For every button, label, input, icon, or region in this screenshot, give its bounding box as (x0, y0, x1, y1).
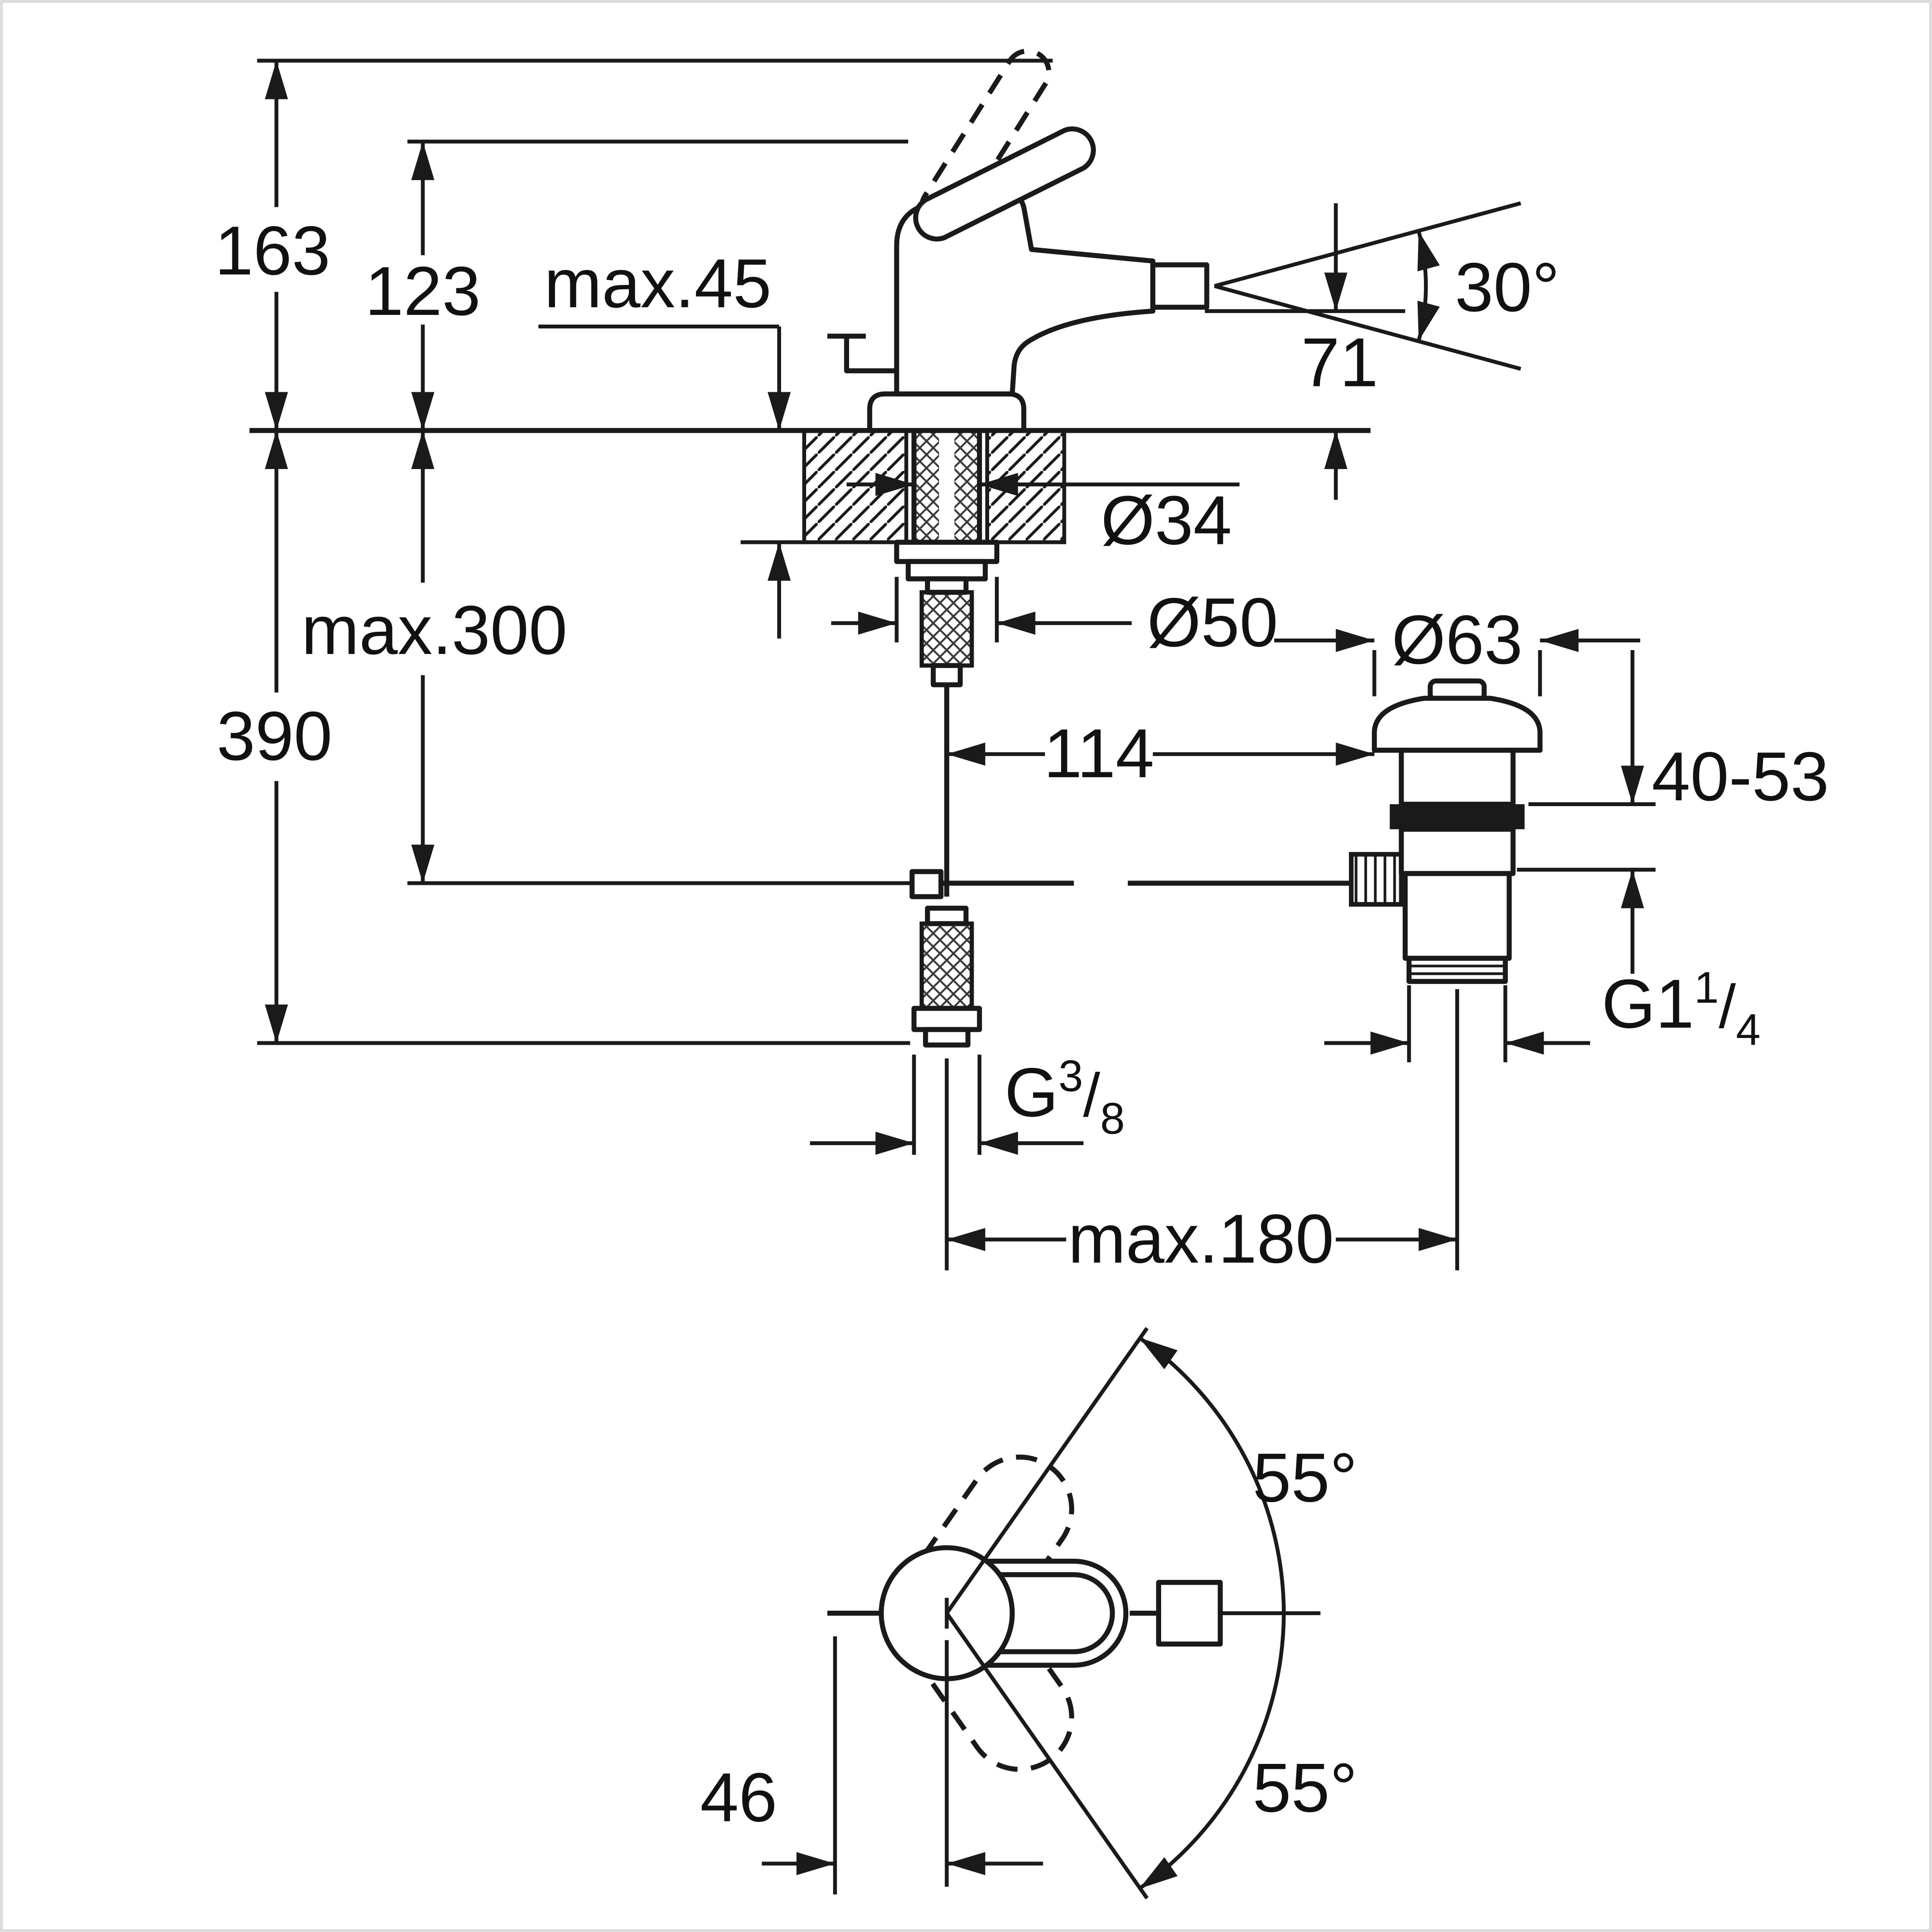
supply-connector-nut (911, 1006, 982, 1032)
dimension-d50: Ø50 (831, 584, 1278, 661)
dimension-label-40-53: 40-53 (1652, 738, 1829, 815)
plan-view: 55° 55° 46 (700, 1327, 1357, 1900)
dimension-label-55-upper: 55° (1252, 1439, 1357, 1517)
mounting-nut (906, 559, 988, 582)
dimension-g-3-8: G3/8 (810, 1051, 1125, 1155)
dimension-label-g-3-8: G3/8 (1005, 1051, 1125, 1143)
dimension-46: 46 (700, 1759, 1043, 1875)
faucet-base (867, 391, 1026, 431)
dimension-label-d34: Ø34 (1101, 482, 1232, 559)
supply-hose-upper (919, 590, 974, 668)
plan-aerator-square (1156, 1579, 1223, 1647)
dimension-390: 390 (217, 430, 333, 1043)
dimension-40-53: 40-53 (1620, 650, 1829, 974)
dimension-label-max45: max.45 (544, 245, 772, 322)
dimension-163: 163 (215, 60, 331, 431)
below-deck-parts (894, 428, 1351, 1048)
front-elevation-view: 163 123 max.45 30° 71 Ø34 (215, 48, 1829, 1278)
aerator (1150, 262, 1209, 310)
dimension-label-55-lower: 55° (1252, 1749, 1357, 1827)
pop-up-knob (827, 333, 897, 373)
rod-clamp (909, 869, 944, 899)
dimension-label-71: 71 (1301, 324, 1378, 401)
dimension-label-163: 163 (215, 212, 331, 289)
dimension-g1-1-4: G11/4 (1324, 963, 1761, 1055)
lever-handle (913, 126, 1096, 242)
dimension-label-g1-1-4: G11/4 (1602, 963, 1761, 1055)
dimension-label-d63: Ø63 (1392, 601, 1522, 679)
dimension-label-114: 114 (1044, 715, 1154, 792)
dimension-label-d50: Ø50 (1147, 584, 1278, 661)
body-and-spout (894, 188, 1156, 397)
supply-hose-lower (919, 921, 974, 1011)
dimension-30deg: 30° (1214, 201, 1560, 371)
dimension-d63: Ø63 (1274, 601, 1640, 679)
plan-references (833, 1327, 1321, 1900)
faucet-body (827, 48, 1209, 431)
dimension-max300: max.300 (301, 430, 568, 883)
dimension-d34: Ø34 (846, 473, 1240, 559)
waste-thread-section (1406, 955, 1508, 984)
dimension-max180: max.180 (947, 1200, 1457, 1278)
dimension-71: 71 (1301, 203, 1378, 500)
horseshoe-washer (894, 540, 999, 564)
technical-drawing: 163 123 max.45 30° 71 Ø34 (215, 48, 1829, 1900)
waste-assembly (1349, 678, 1543, 984)
dimension-label-123: 123 (365, 253, 481, 330)
dimension-label-max300: max.300 (301, 592, 568, 669)
dimension-label-max180: max.180 (1068, 1200, 1334, 1278)
plan-handle (827, 1454, 1223, 1772)
waste-seal (1390, 804, 1525, 829)
dimension-55-upper: 55° (1138, 1336, 1357, 1613)
dimension-123: 123 (365, 142, 481, 431)
rod-knurled-nut (1349, 852, 1404, 907)
dimension-max45: max.45 (538, 245, 791, 639)
dimension-label-46: 46 (700, 1759, 778, 1836)
dimension-label-30deg: 30° (1455, 249, 1560, 326)
dimension-label-390: 390 (217, 697, 333, 775)
dimension-114: 114 (947, 715, 1375, 792)
waste-flange (1372, 696, 1543, 753)
dimension-55-lower: 55° (1138, 1613, 1357, 1890)
